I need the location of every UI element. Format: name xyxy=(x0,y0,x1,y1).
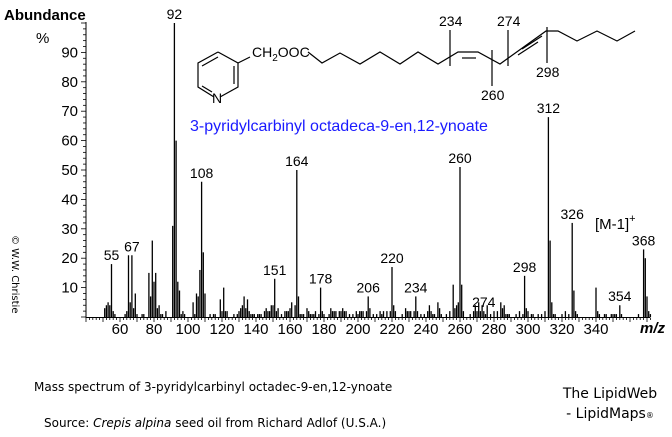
peak-label: 260 xyxy=(448,150,472,166)
peak-label: 164 xyxy=(285,153,309,169)
y-tick-label: 60 xyxy=(61,133,78,150)
x-tick-label: 340 xyxy=(583,321,608,338)
peak-label: 206 xyxy=(357,279,381,295)
brand-line2: - LipidMaps® xyxy=(566,406,654,422)
fragment-label-274: 274 xyxy=(497,13,521,29)
y-tick-label: 30 xyxy=(61,221,78,238)
x-tick-label: 320 xyxy=(549,321,574,338)
y-axis-unit: % xyxy=(36,30,49,47)
y-tick-label: 70 xyxy=(61,103,78,120)
x-tick-label: 60 xyxy=(112,321,129,338)
triple-bond-2 xyxy=(521,35,543,50)
x-tick-label: 120 xyxy=(209,321,234,338)
peak-label: 178 xyxy=(309,271,333,287)
x-tick-label: 160 xyxy=(277,321,302,338)
peak-label: 220 xyxy=(380,250,404,266)
fragment-label-260: 260 xyxy=(481,87,505,103)
peak-label: 326 xyxy=(561,206,585,222)
fatty-chain xyxy=(307,30,636,65)
y-tick-label: 80 xyxy=(61,74,78,91)
peaks xyxy=(104,23,652,317)
fragment-label-298: 298 xyxy=(536,64,560,80)
caption-source: Source: Crepis alpina seed oil from Rich… xyxy=(44,416,387,430)
y-tick-label: 40 xyxy=(61,191,78,208)
x-tick-label: 300 xyxy=(515,321,540,338)
peak-label: 234 xyxy=(404,279,428,295)
fragment-label-234: 234 xyxy=(439,13,463,29)
x-tick-label: 100 xyxy=(175,321,200,338)
y-tick-label: 50 xyxy=(61,162,78,179)
y-tick-label: 10 xyxy=(61,280,78,297)
copyright-text: © W.W. Christie xyxy=(9,235,20,313)
x-tick-label: 240 xyxy=(413,321,438,338)
peak-label: 354 xyxy=(608,288,632,304)
ring-nitrogen: N xyxy=(212,90,222,106)
chemical-structure xyxy=(197,27,636,98)
peak-label: 298 xyxy=(513,259,537,275)
peak-label: 312 xyxy=(537,100,561,116)
x-tick-label: 220 xyxy=(379,321,404,338)
triple-bond-1 xyxy=(517,41,539,56)
ester-group: CH2OOC xyxy=(252,44,310,64)
y-tick-label: 20 xyxy=(61,250,78,267)
x-tick-label: 80 xyxy=(146,321,163,338)
pyridine-ring-left xyxy=(197,51,219,98)
peak-label: 67 xyxy=(124,238,140,254)
spectrum-chart: 10 20 30 40 50 60 70 80 90 60 80 100 120 140 160 180 200… xyxy=(4,6,666,338)
y-axis-label: Abundance xyxy=(4,7,86,24)
axes: 10 20 30 40 50 60 70 80 90 60 80 100 120 140 160 180 200… xyxy=(61,22,651,338)
y-tick-label: 90 xyxy=(61,44,78,61)
peak-label: 55 xyxy=(104,247,120,263)
x-tick-label: 180 xyxy=(311,321,336,338)
peak-label: 368 xyxy=(632,232,656,248)
peak-labels: 5567921081511641782062202342602742983123… xyxy=(104,6,656,310)
pyridine-ring-right xyxy=(217,51,239,98)
x-tick-label: 200 xyxy=(345,321,370,338)
x-tick-label: 260 xyxy=(447,321,472,338)
molecular-ion-label: [M-1]+ xyxy=(595,213,636,233)
compound-name: 3-pyridylcarbinyl octadeca-9-en,12-ynoat… xyxy=(190,118,488,135)
peak-label: 108 xyxy=(190,165,214,181)
brand-line1: The LipidWeb xyxy=(562,386,658,402)
peak-label: 151 xyxy=(263,262,287,278)
caption-title: Mass spectrum of 3-pyridylcarbinyl octad… xyxy=(34,380,393,394)
x-tick-label: 280 xyxy=(481,321,506,338)
x-axis-label: m/z xyxy=(640,320,666,337)
peak-label: 274 xyxy=(472,294,496,310)
peak-label: 92 xyxy=(167,6,183,22)
x-tick-label: 140 xyxy=(243,321,268,338)
